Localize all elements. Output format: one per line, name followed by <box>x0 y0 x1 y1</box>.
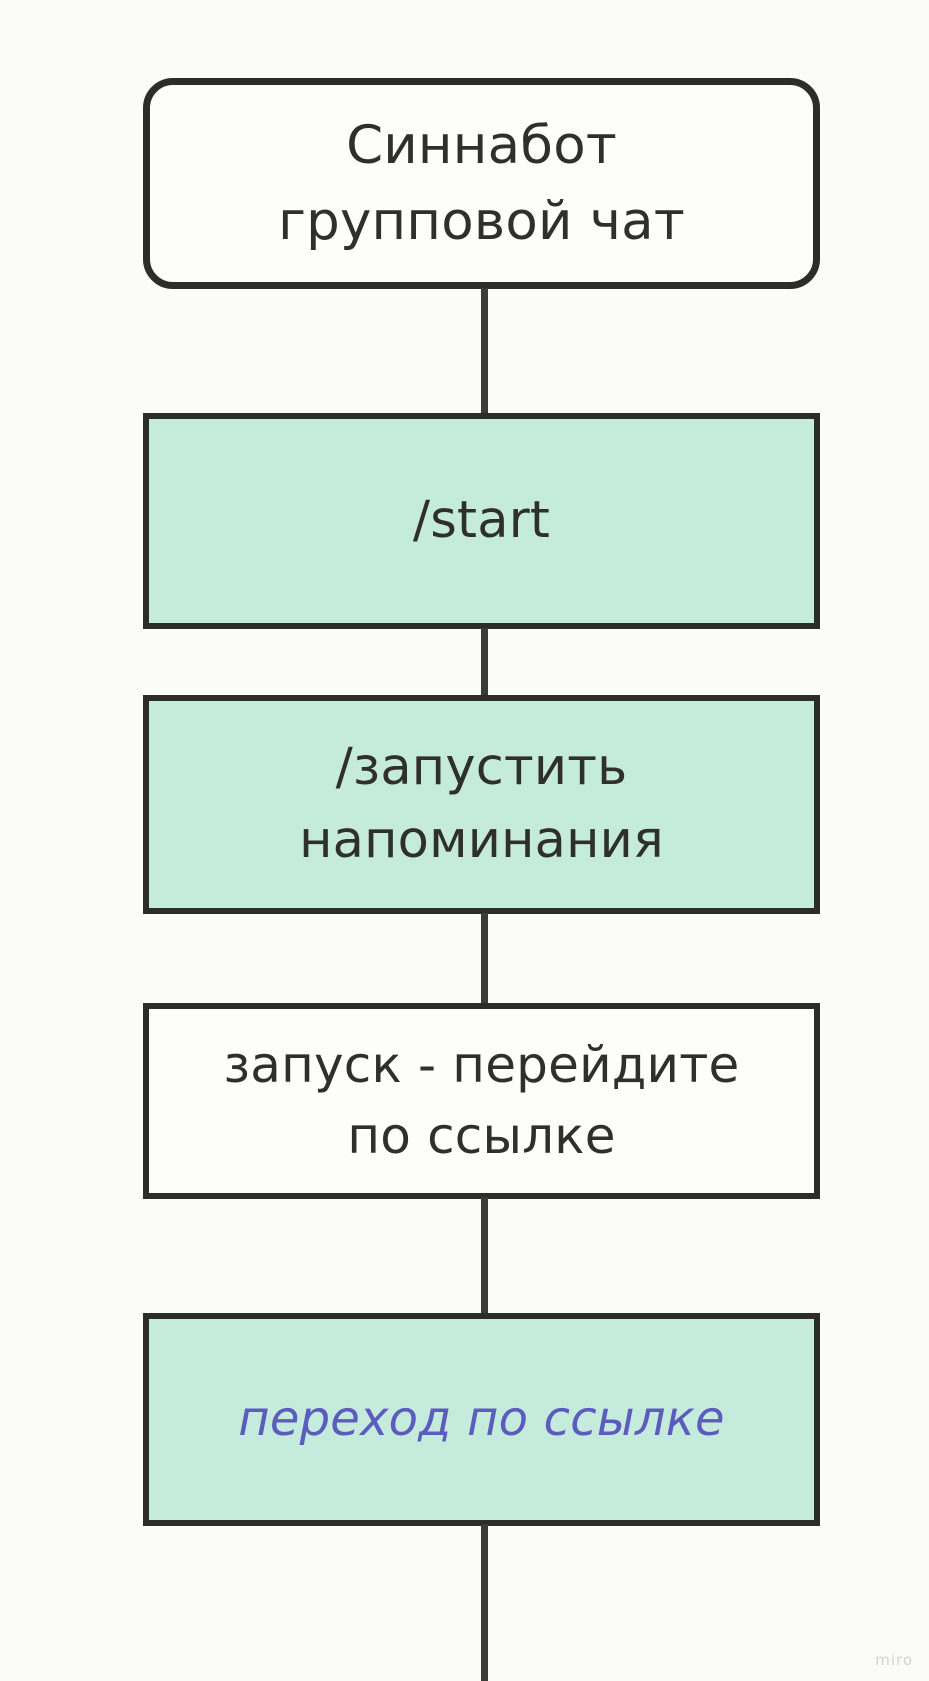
connector-cmd-start-to-cmd-remind <box>481 628 488 697</box>
node-label-line-1: запуск - перейдите <box>223 1036 740 1094</box>
connector-follow-link-continues <box>481 1524 488 1681</box>
node-label-line-2: по ссылке <box>347 1107 616 1165</box>
miro-watermark: miro <box>875 1651 913 1669</box>
flow-node-launch-follow-link-note[interactable]: запуск - перейдите по ссылке <box>143 1003 820 1199</box>
flow-node-follow-link-action[interactable]: переход по ссылке <box>143 1313 820 1526</box>
node-label-line-1: /start <box>412 490 551 550</box>
flow-node-command-start-reminders[interactable]: /запустить напоминания <box>143 695 820 914</box>
node-label-line-1: /запустить <box>335 738 628 798</box>
node-label-line-1: Синнабот <box>346 115 617 177</box>
node-label-line-1: переход по ссылке <box>238 1391 725 1448</box>
connector-cmd-remind-to-launch-note <box>481 913 488 1005</box>
connector-start-to-cmd-start <box>481 288 488 415</box>
node-label: запуск - перейдите по ссылке <box>149 1030 814 1172</box>
node-label-link: переход по ссылке <box>149 1385 814 1453</box>
node-label: /start <box>149 485 814 557</box>
node-label-line-2: групповой чат <box>278 190 685 252</box>
node-label: Синнабот групповой чат <box>150 108 813 259</box>
connector-launch-note-to-follow-link <box>481 1197 488 1315</box>
node-label-line-2: напоминания <box>299 810 664 870</box>
flow-node-sinnabot-group-chat[interactable]: Синнабот групповой чат <box>143 78 820 289</box>
flow-node-command-start[interactable]: /start <box>143 413 820 629</box>
node-label: /запустить напоминания <box>149 732 814 877</box>
